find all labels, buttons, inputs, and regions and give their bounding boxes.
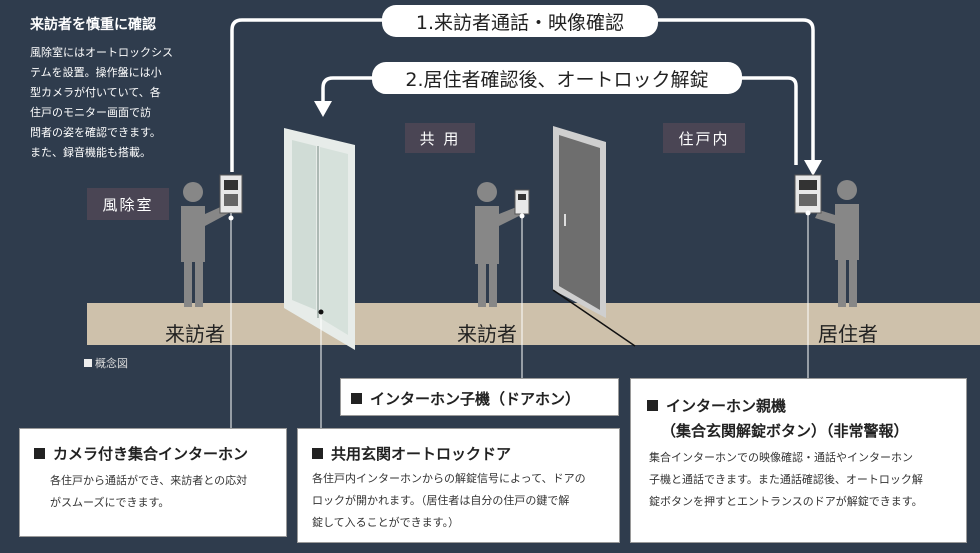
intro-line: 問者の姿を確認できます。 xyxy=(30,126,161,139)
body-line: 各住戸内インターホンからの解錠信号によって、ドアの xyxy=(312,472,586,485)
master-unit-subtitle: （集合玄関解錠ボタン）（非常警報） xyxy=(661,422,909,440)
legend-text: 概念図 xyxy=(95,357,128,370)
callout-door-handset: インターホン子機（ドアホン） xyxy=(340,378,619,416)
body-line: 錠ボタンを押すとエントランスのドアが解錠できます。 xyxy=(649,495,923,508)
camera-intercom-title: カメラ付き集合インターホン xyxy=(53,445,249,463)
flow-step-1-label: 1.来訪者通話・映像確認 xyxy=(382,5,658,37)
callout-title: 共用玄関オートロックドア xyxy=(312,443,619,464)
flow-step-2-label: 2.居住者確認後、オートロック解錠 xyxy=(372,62,742,94)
body-line: がスムーズにできます。 xyxy=(50,496,170,509)
callout-master-unit: インターホン親機 （集合玄関解錠ボタン）（非常警報） 集合インターホンでの映像確… xyxy=(630,378,967,543)
door-handset-title: インターホン子機（ドアホン） xyxy=(370,390,581,408)
callout-camera-intercom: カメラ付き集合インターホン 各住戸から通話ができ、来訪者との応対 がスムーズにで… xyxy=(19,428,287,537)
callout-title: インターホン子機（ドアホン） xyxy=(351,388,618,409)
callout-auto-lock-door: 共用玄関オートロックドア 各住戸内インターホンからの解錠信号によって、ドアの ロ… xyxy=(297,428,620,543)
body-line: 錠して入ることができます。） xyxy=(312,516,460,529)
bullet-square-icon xyxy=(351,393,362,404)
unit-door-graphic xyxy=(552,126,636,347)
camera-intercom-graphic xyxy=(219,174,243,214)
door-handset-graphic xyxy=(514,189,530,215)
intro-line: 型カメラが付いていて、各 xyxy=(30,86,161,99)
auto-lock-door-graphic xyxy=(284,128,355,350)
zone-common-label: 共 用 xyxy=(405,123,475,153)
visitor-left-label: 来訪者 xyxy=(165,322,225,346)
intro-line: テムを設置。操作盤には小 xyxy=(30,66,162,79)
zone-unit-label: 住戸内 xyxy=(663,123,745,153)
resident-label: 居住者 xyxy=(818,322,878,346)
auto-lock-door-title: 共用玄関オートロックドア xyxy=(331,445,512,463)
floor xyxy=(87,303,980,345)
flow-arrow-1-head xyxy=(804,160,822,176)
callout-body: 各住戸から通話ができ、来訪者との応対 がスムーズにできます。 xyxy=(50,470,286,514)
callout-title: インターホン親機 xyxy=(647,395,966,416)
bullet-square-icon xyxy=(34,448,45,459)
master-unit-title: インターホン親機 xyxy=(666,397,787,415)
callout-body: 集合インターホンでの映像確認・通話やインターホン 子機と通話できます。また通話確… xyxy=(649,447,966,513)
intro-description: 風除室にはオートロックシス テムを設置。操作盤には小 型カメラが付いていて、各 … xyxy=(30,43,210,163)
visitor-center-figure xyxy=(475,182,523,307)
diagram-legend: 概念図 xyxy=(84,355,128,371)
flow-arrow-2-head xyxy=(314,101,332,117)
callout-title: カメラ付き集合インターホン xyxy=(34,443,286,464)
bullet-square-icon xyxy=(312,448,323,459)
intro-line: また、録音機能も搭載。 xyxy=(30,146,151,159)
body-line: 子機と通話できます。また通話確認後、オートロック解 xyxy=(649,473,923,486)
legend-square-icon xyxy=(84,359,92,367)
zone-vestibule-label: 風除室 xyxy=(87,188,169,220)
visitor-center-label: 来訪者 xyxy=(457,322,517,346)
intro-title: 来訪者を慎重に確認 xyxy=(30,17,156,33)
body-line: 各住戸から通話ができ、来訪者との応対 xyxy=(50,474,248,487)
intro-line: 住戸のモニター画面で訪 xyxy=(30,106,151,119)
resident-figure xyxy=(815,180,859,307)
intro-line: 風除室にはオートロックシス xyxy=(30,46,173,59)
bullet-square-icon xyxy=(647,400,658,411)
body-line: ロックが開かれます。（居住者は自分の住戸の鍵で解 xyxy=(312,494,570,507)
visitor-left-figure xyxy=(181,182,231,307)
body-line: 集合インターホンでの映像確認・通話やインターホン xyxy=(649,451,913,464)
master-unit-graphic xyxy=(794,174,822,214)
callout-body: 各住戸内インターホンからの解錠信号によって、ドアの ロックが開かれます。（居住者… xyxy=(312,468,619,534)
